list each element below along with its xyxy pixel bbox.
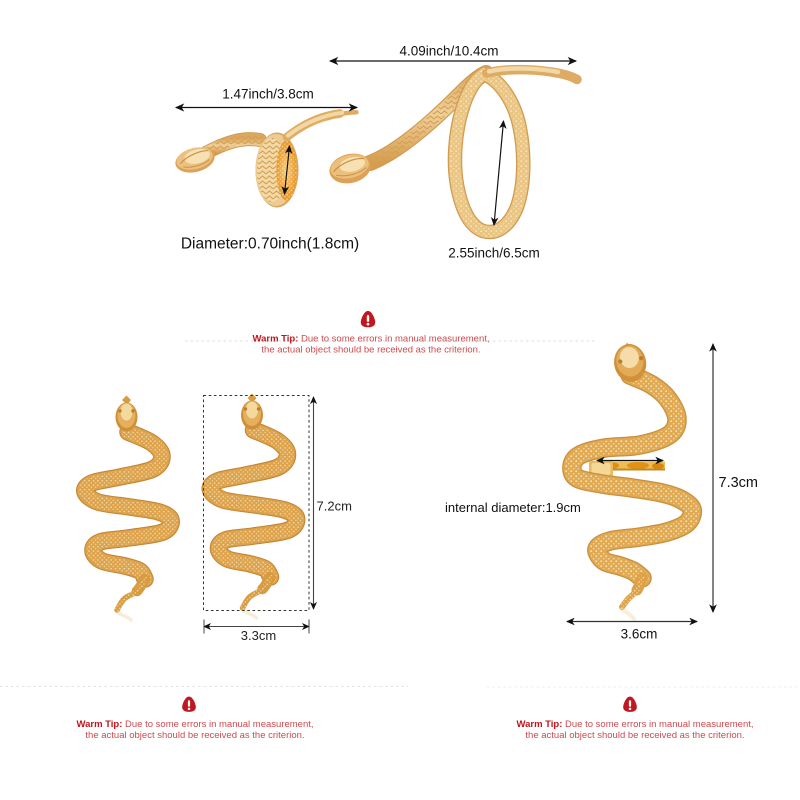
svg-text:the actual object should be re: the actual object should be received as … [85, 730, 304, 741]
svg-text:3.3cm: 3.3cm [241, 628, 276, 643]
svg-text:Warm Tip: Due to some errors: Warm Tip: Due to some errors in manual m… [252, 333, 489, 344]
svg-text:7.3cm: 7.3cm [719, 475, 759, 491]
svg-text:2.55inch/6.5cm: 2.55inch/6.5cm [448, 246, 540, 261]
svg-text:3.6cm: 3.6cm [621, 627, 658, 642]
svg-text:Diameter:0.70inch(1.8cm): Diameter:0.70inch(1.8cm) [181, 236, 359, 253]
svg-text:internal diameter:1.9cm: internal diameter:1.9cm [445, 500, 581, 515]
svg-text:the actual object should be re: the actual object should be received as … [261, 344, 480, 355]
svg-text:Warm Tip: Due to some errors: Warm Tip: Due to some errors in manual m… [76, 719, 313, 730]
svg-text:Warm Tip: Due to some errors: Warm Tip: Due to some errors in manual m… [516, 719, 753, 730]
svg-text:7.2cm: 7.2cm [317, 499, 352, 514]
svg-text:4.09inch/10.4cm: 4.09inch/10.4cm [399, 44, 498, 59]
svg-text:1.47inch/3.8cm: 1.47inch/3.8cm [222, 87, 314, 102]
svg-text:the actual object should be re: the actual object should be received as … [525, 730, 744, 741]
